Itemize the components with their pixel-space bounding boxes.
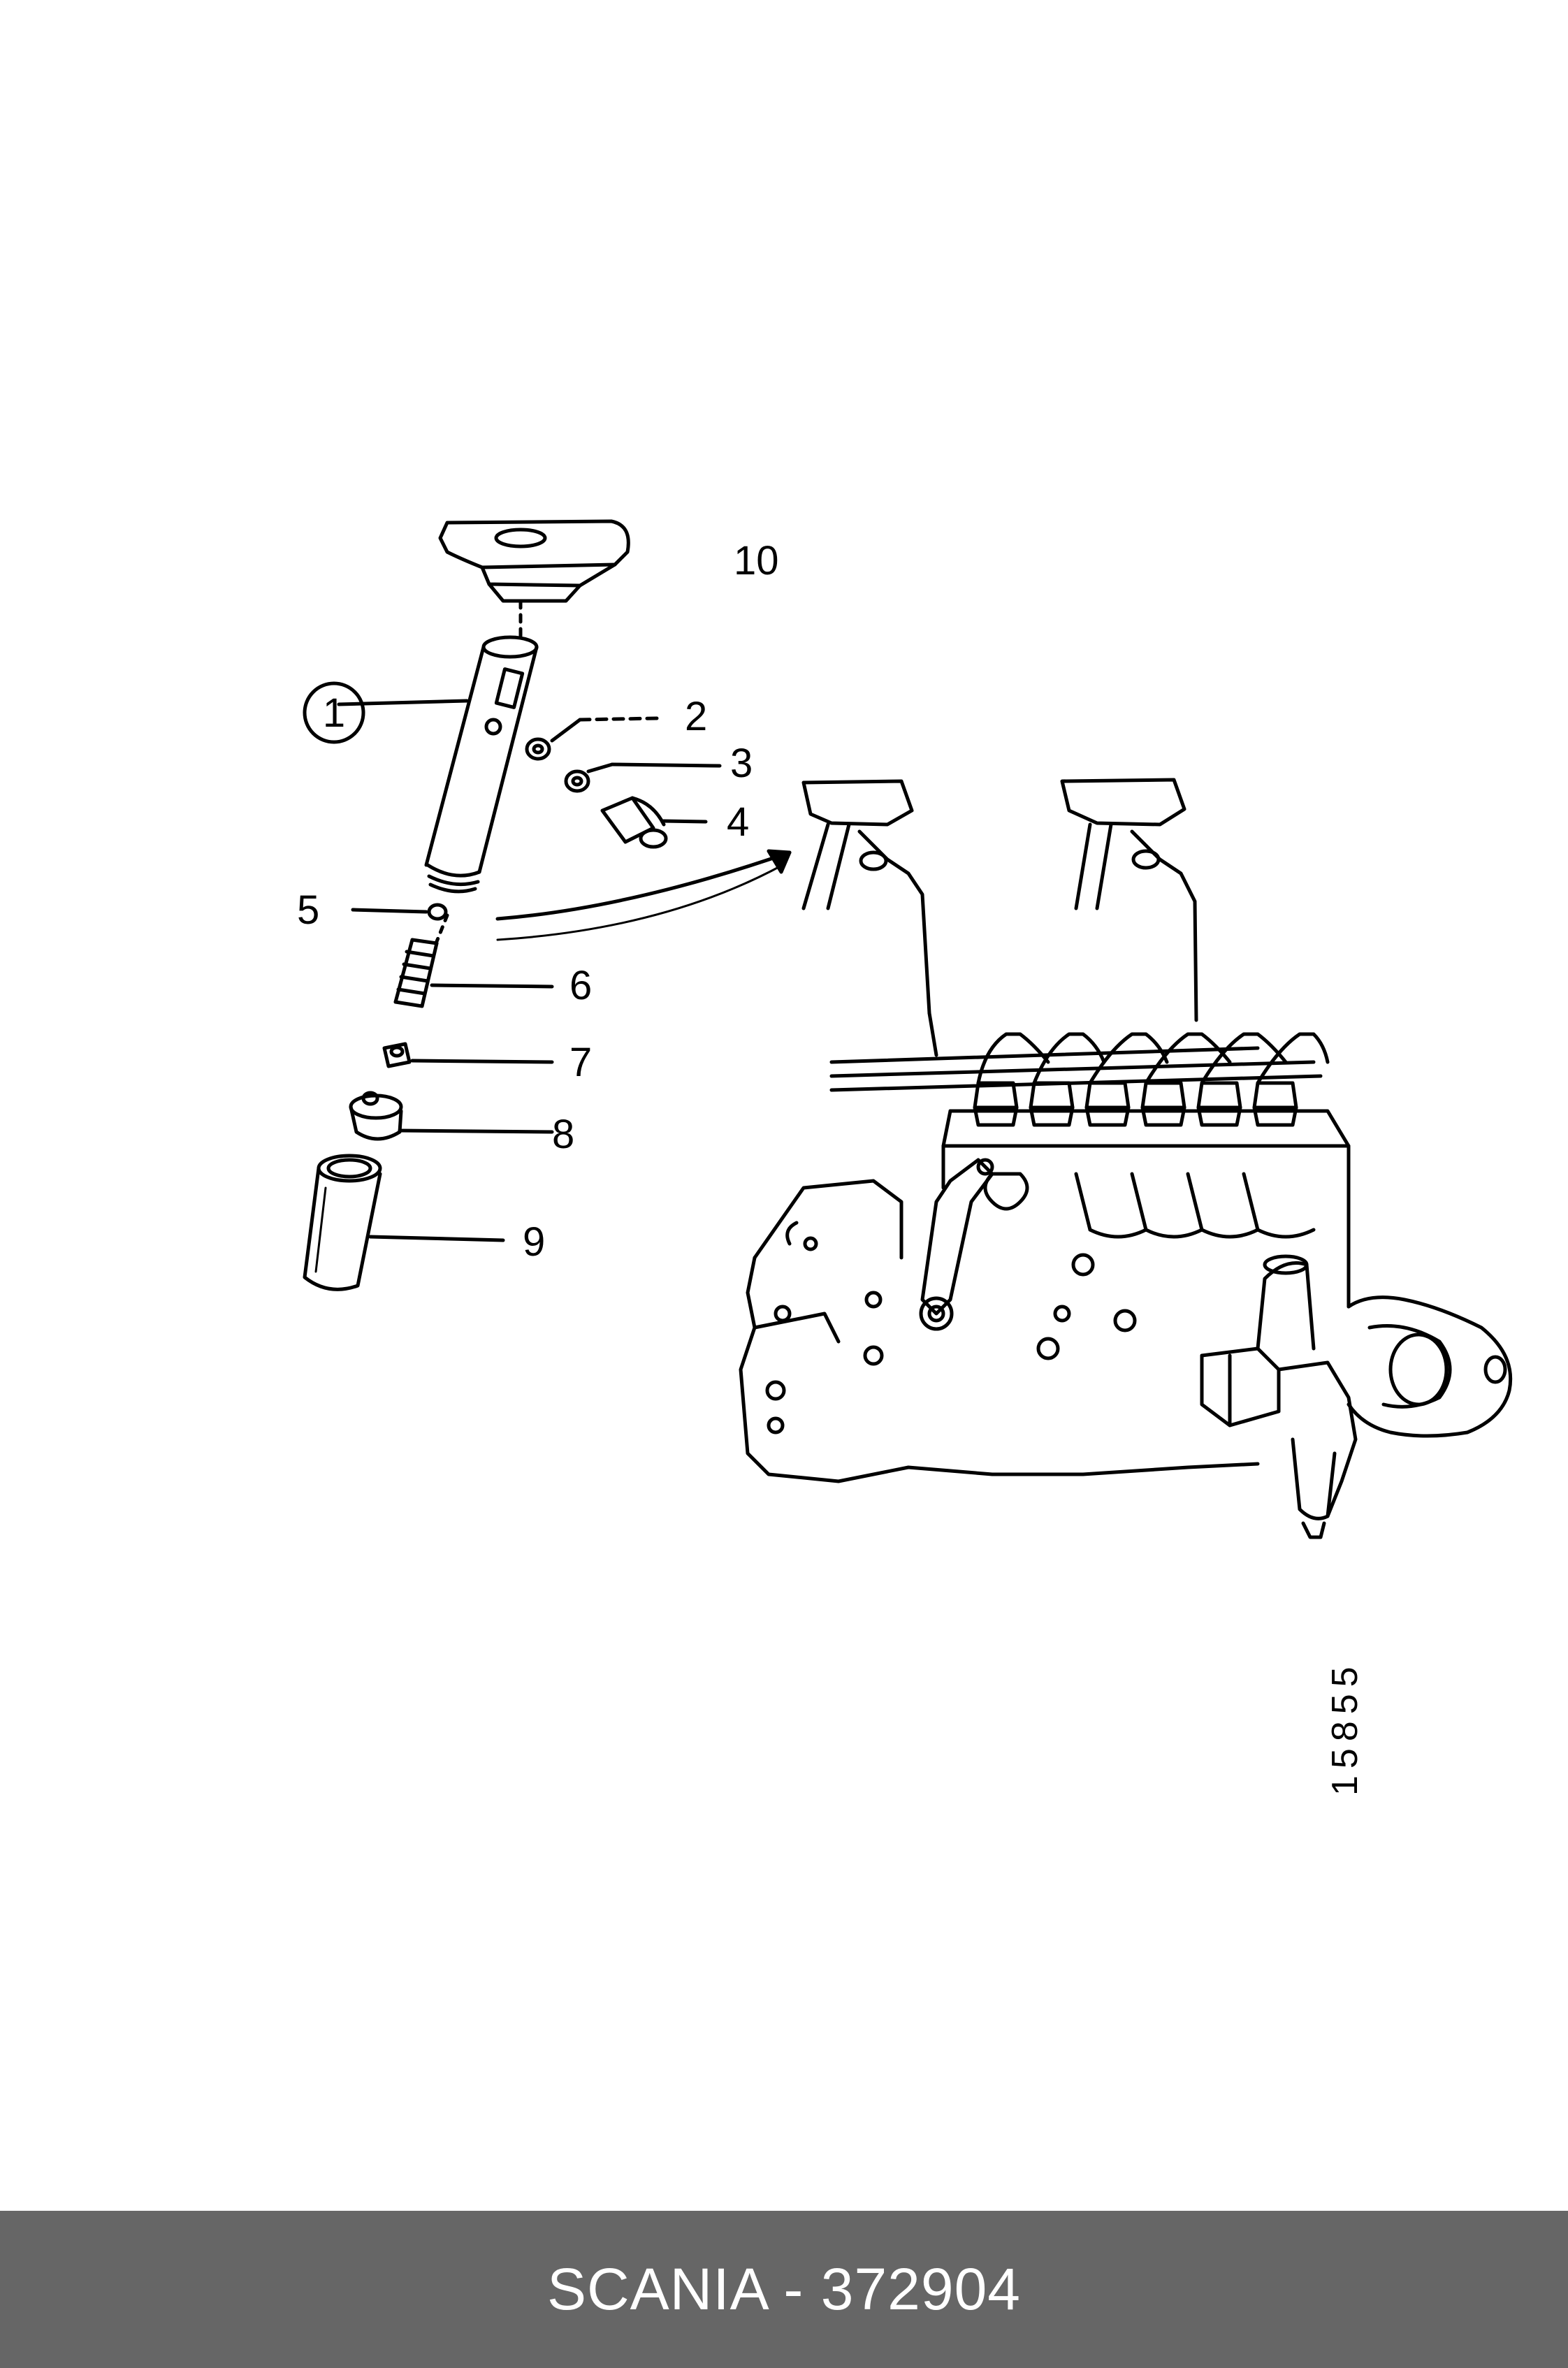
part-3-washer-drawing bbox=[564, 762, 722, 793]
callout-3: 3 bbox=[730, 741, 753, 786]
mounting-arrow bbox=[495, 849, 792, 941]
figure-number: 15855 bbox=[1325, 1659, 1365, 1796]
footer-bar: SCANIA - 372904 bbox=[0, 2211, 1568, 2368]
part-4-connector-drawing bbox=[600, 796, 708, 849]
part-1-nozzle-holder-drawing bbox=[337, 635, 539, 894]
callout-4: 4 bbox=[727, 799, 749, 845]
callout-1-circle bbox=[303, 681, 365, 744]
callout-10: 10 bbox=[734, 538, 779, 583]
callout-6: 6 bbox=[569, 963, 592, 1008]
part-7-spindle-drawing bbox=[382, 1042, 554, 1068]
callout-8: 8 bbox=[552, 1112, 574, 1157]
part-10-clamp-drawing bbox=[438, 519, 630, 638]
injection-pump-drawing bbox=[739, 778, 1513, 1539]
part-6-spring-drawing bbox=[393, 938, 554, 1008]
part-2-washer-drawing bbox=[525, 716, 659, 761]
callout-1: 1 bbox=[323, 690, 345, 736]
part-9-nozzle-drawing bbox=[303, 1154, 505, 1291]
footer-brand-part-number: SCANIA - 372904 bbox=[546, 2256, 1022, 2322]
exploded-parts-diagram: 10 1 2 3 4 5 6 7 8 9 15855 bbox=[297, 519, 1513, 1796]
callout-5: 5 bbox=[297, 887, 319, 933]
callout-2: 2 bbox=[685, 694, 707, 739]
part-8-nut-drawing bbox=[349, 1091, 554, 1141]
callout-7: 7 bbox=[569, 1040, 592, 1085]
callout-9: 9 bbox=[523, 1219, 545, 1265]
